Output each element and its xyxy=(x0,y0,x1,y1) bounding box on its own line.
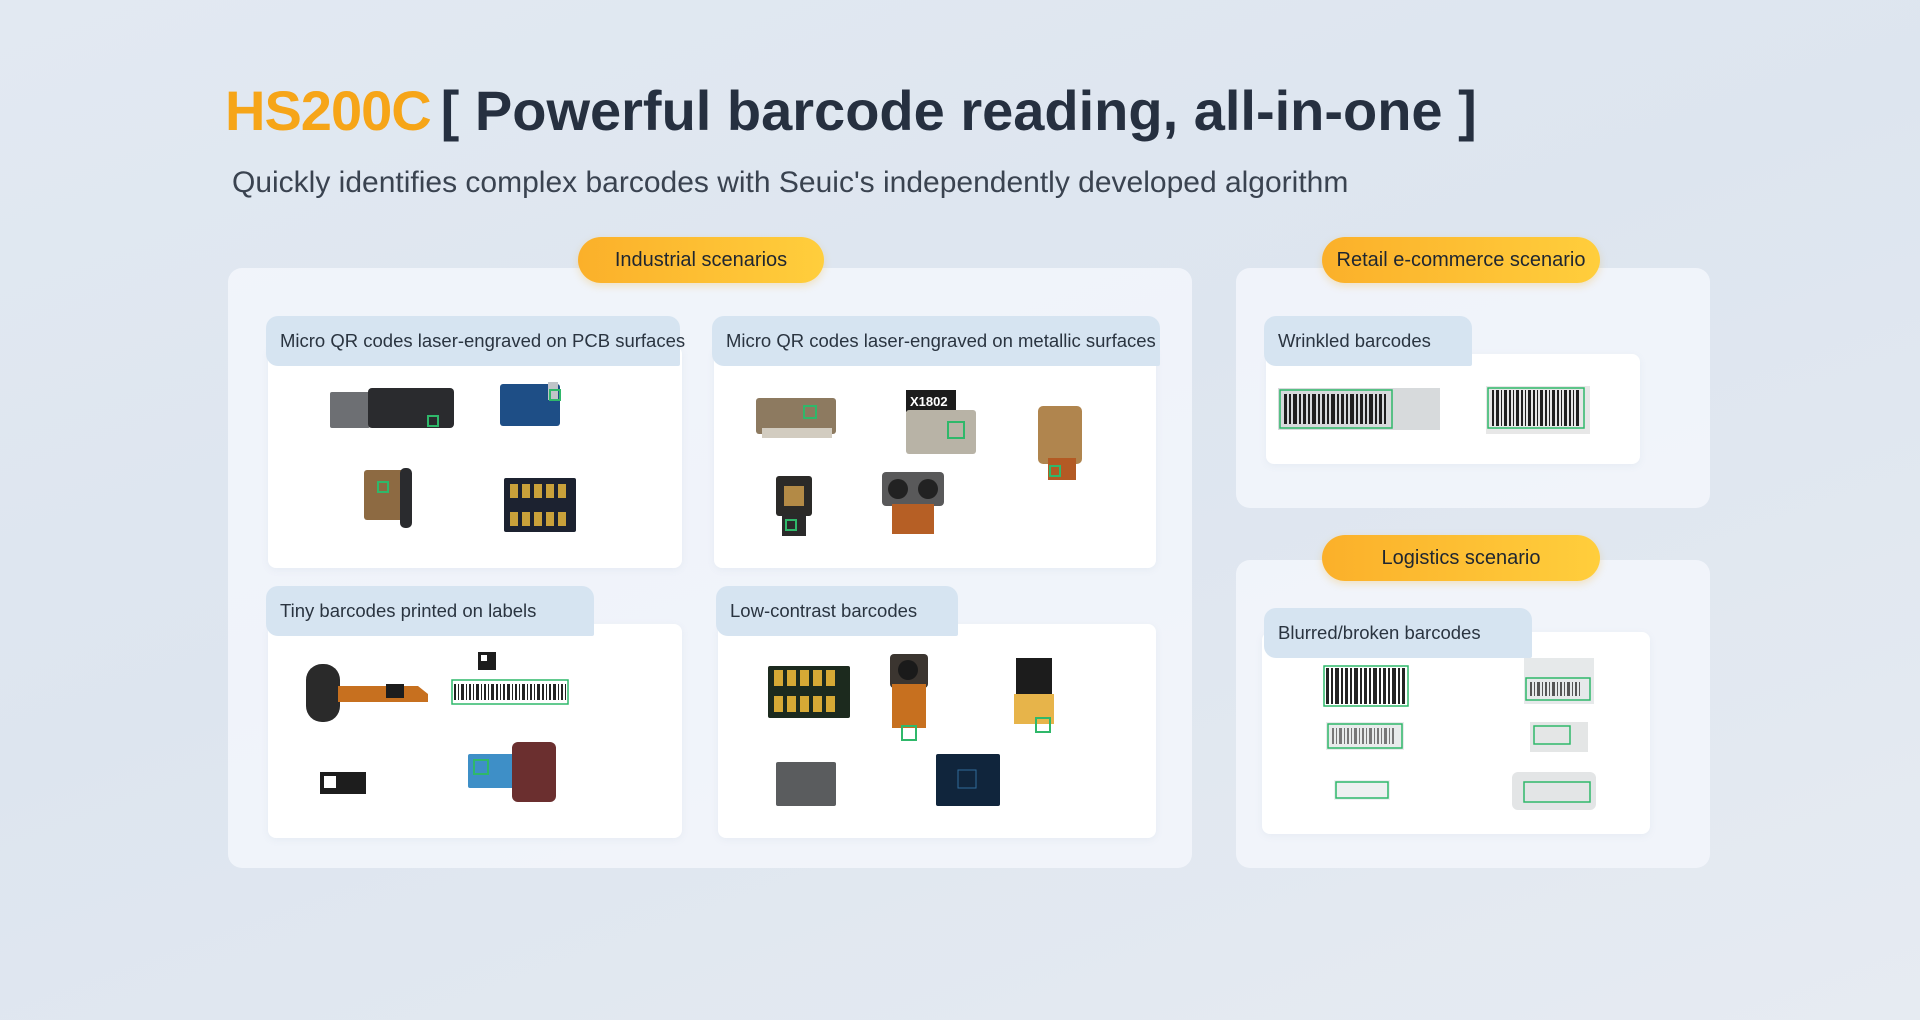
page-title: [ Powerful barcode reading, all-in-one ] xyxy=(440,79,1477,142)
tiny-barcodes-tab: Tiny barcodes printed on labels xyxy=(266,586,594,636)
metal-card: X1802 xyxy=(714,346,1156,568)
blurred-barcodes-image xyxy=(1323,658,1596,810)
wrinkled-barcodes-tab: Wrinkled barcodes xyxy=(1264,316,1472,366)
blurred-barcodes-card xyxy=(1262,632,1650,834)
pcb-card xyxy=(268,346,682,568)
page-header: HS200C[ Powerful barcode reading, all-in… xyxy=(225,78,1477,143)
pcb-card-tab: Micro QR codes laser-engraved on PCB sur… xyxy=(266,316,685,366)
low-contrast-card xyxy=(718,624,1156,838)
pcb-products-image xyxy=(330,382,576,532)
wrinkled-barcodes-card xyxy=(1266,354,1640,464)
tiny-barcodes-card xyxy=(268,624,682,838)
industrial-pill: Industrial scenarios xyxy=(578,237,824,283)
low-contrast-image xyxy=(768,654,1054,806)
low-contrast-tab: Low-contrast barcodes xyxy=(716,586,958,636)
brand-name: HS200C xyxy=(225,79,432,142)
page-subtitle: Quickly identifies complex barcodes with… xyxy=(232,166,1349,199)
metal-chip-label: X1802 xyxy=(910,394,948,409)
tiny-barcodes-image xyxy=(306,652,569,802)
wrinkled-barcodes-image xyxy=(1278,386,1590,434)
blurred-barcodes-tab: Blurred/broken barcodes xyxy=(1264,608,1532,658)
retail-pill: Retail e-commerce scenario xyxy=(1322,237,1600,283)
logistics-pill: Logistics scenario xyxy=(1322,535,1600,581)
metal-products-image: X1802 xyxy=(756,390,1082,536)
metal-card-tab: Micro QR codes laser-engraved on metalli… xyxy=(712,316,1160,366)
